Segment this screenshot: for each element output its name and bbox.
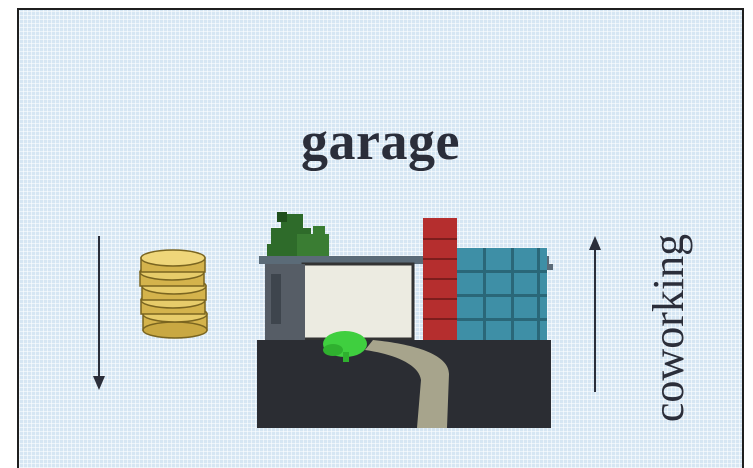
coin-stack-icon [137,242,217,352]
tree-icon [267,212,329,260]
slide-title: garage [19,114,742,168]
slide-canvas: garage coworking [17,8,744,468]
modern-house-illustration [253,204,553,429]
coworking-label: coworking [647,234,691,422]
arrow-up-icon [585,234,605,394]
arrow-down-icon [89,236,109,396]
